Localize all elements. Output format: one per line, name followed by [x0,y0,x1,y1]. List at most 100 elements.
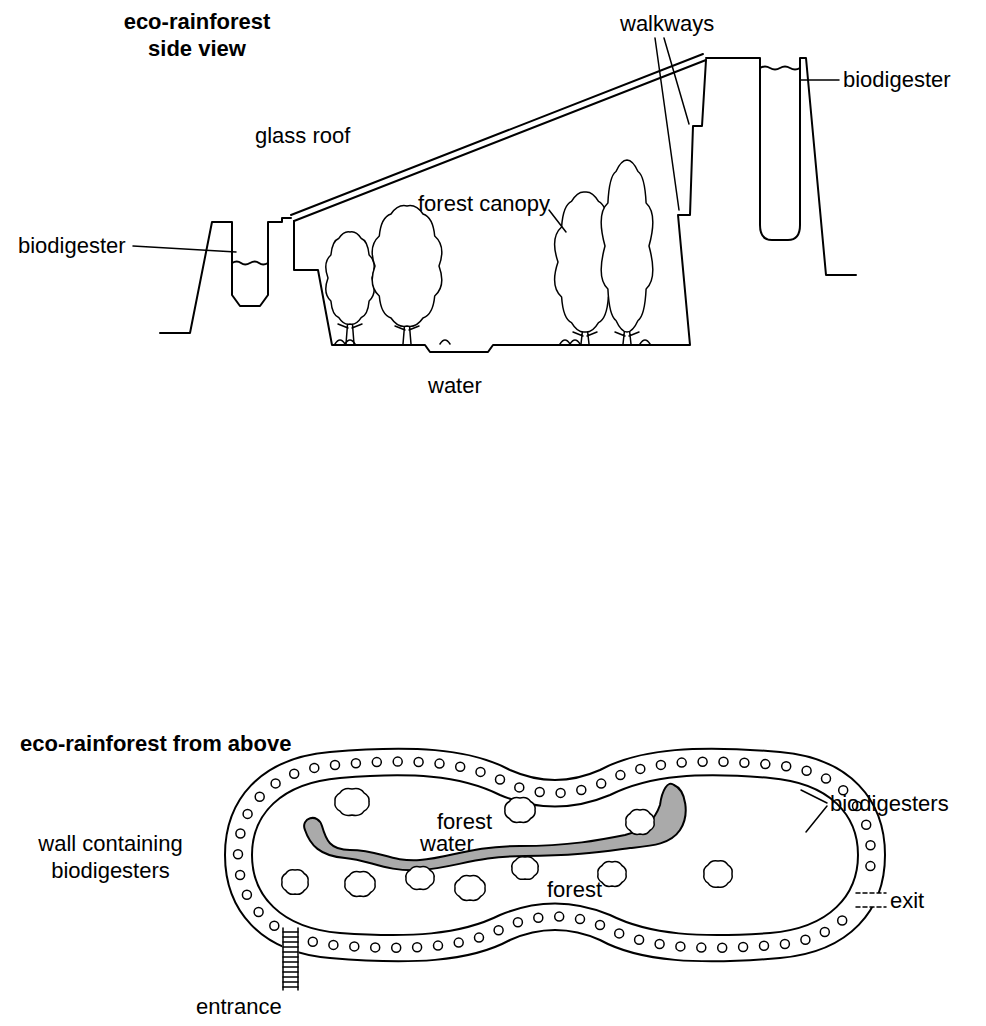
biodigester-circle [698,757,707,766]
biodigester-circle [697,943,706,952]
part-label: forest canopy [418,190,550,217]
biodigester-circle [801,935,810,944]
entrance-ladder [283,928,298,990]
forest-clump [626,810,654,835]
biodigester-circle [556,788,565,797]
part-label: biodigesters [830,790,949,817]
biodigester-circle [243,809,252,818]
ladder-rung [283,981,298,983]
biodigester-circle [414,758,423,767]
biodigester-circle [802,766,811,775]
leader-line [664,38,689,124]
biodigester-circle [656,760,665,769]
part-label: exit [890,887,924,914]
biodigester-circle [371,943,380,952]
ladder-rung [283,946,298,948]
biodigester-circle [866,841,875,850]
part-label: biodigester [18,232,126,259]
biodigester-circle [597,779,606,788]
part-label: water [420,830,474,857]
leader-line [806,806,827,832]
exit-gap [855,893,889,907]
ladder-rung [283,986,298,988]
biodigester-circle [761,760,770,769]
biodigester-circle [475,933,484,942]
forest-clump [335,788,369,815]
biodigester-circle [676,942,685,951]
outer-wall [225,749,885,962]
forest-clump [345,872,375,897]
biodigester-circle [236,871,245,880]
biodigester-circle [718,943,727,952]
biodigester-liquid [760,67,800,70]
biodigester-circle [494,926,503,935]
exit-opening [856,893,886,907]
biodigester-circle [838,916,847,925]
biodigester-circle [236,829,245,838]
biodigester-circle [866,862,875,871]
biodigester-circle [719,757,728,766]
leader-line [133,246,236,252]
water-channel [304,784,686,871]
biodigester-circle [555,912,564,921]
biodigester-circle [254,908,263,917]
biodigester-circle [456,762,465,771]
leader-line [549,210,566,232]
entrance-gap [282,928,299,990]
ladder-rung [283,951,298,953]
biodigester-circle [635,935,644,944]
ladder-rung [283,976,298,978]
biodigester-circle [655,940,664,949]
biodigester-circle [372,758,381,767]
inner-wall [252,775,858,935]
biodigester-liquid [232,262,268,265]
side-view [133,38,856,352]
biodigester-circle [496,775,505,784]
part-label: wall containing biodigesters [8,830,213,884]
biodigester-circle [596,921,605,930]
part-label: entrance [196,993,282,1020]
part-label: biodigester [843,66,951,93]
biodigester-circle [535,788,544,797]
top-view [225,749,889,990]
view-heading: eco-rainforest from above [20,730,420,757]
forest-clump [512,857,538,880]
forest-clump [406,867,434,890]
forest-clump [455,876,485,901]
forest-clump [505,798,535,823]
biodigester-circle [534,913,543,922]
forest-clump [704,861,732,888]
biodigester-circle [636,764,645,773]
left-wall [160,218,291,333]
biodigester-circle [782,762,791,771]
ladder-rung [283,956,298,958]
interior-wall [294,60,706,352]
right-wall [706,58,856,275]
biodigester-circle [392,943,401,952]
biodigester-circle [476,767,485,776]
biodigester-circle [271,779,280,788]
ladder-rung [283,971,298,973]
ladder-rung [283,961,298,963]
biodigester-circle [290,769,299,778]
biodigester-circle [434,941,443,950]
ladder-rung [283,936,298,938]
biodigester-circle [331,761,340,770]
biodigester-circle [270,921,279,930]
biodigester-circle [308,937,317,946]
ladder-rung [283,941,298,943]
part-label: walkways [620,10,714,37]
forest-clump [598,862,626,887]
biodigester-circle [739,943,748,952]
biodigester-circle [255,792,264,801]
part-label: water [428,372,482,399]
biodigester-circle [862,820,871,829]
forest-clump [282,870,308,895]
biodigester-circle [454,938,463,947]
biodigester-circle [234,850,243,859]
biodigester-circle [435,759,444,768]
biodigester-circle [820,928,829,937]
biodigester-circle [310,763,319,772]
tree-crown [601,160,653,332]
part-label: glass roof [255,122,350,149]
